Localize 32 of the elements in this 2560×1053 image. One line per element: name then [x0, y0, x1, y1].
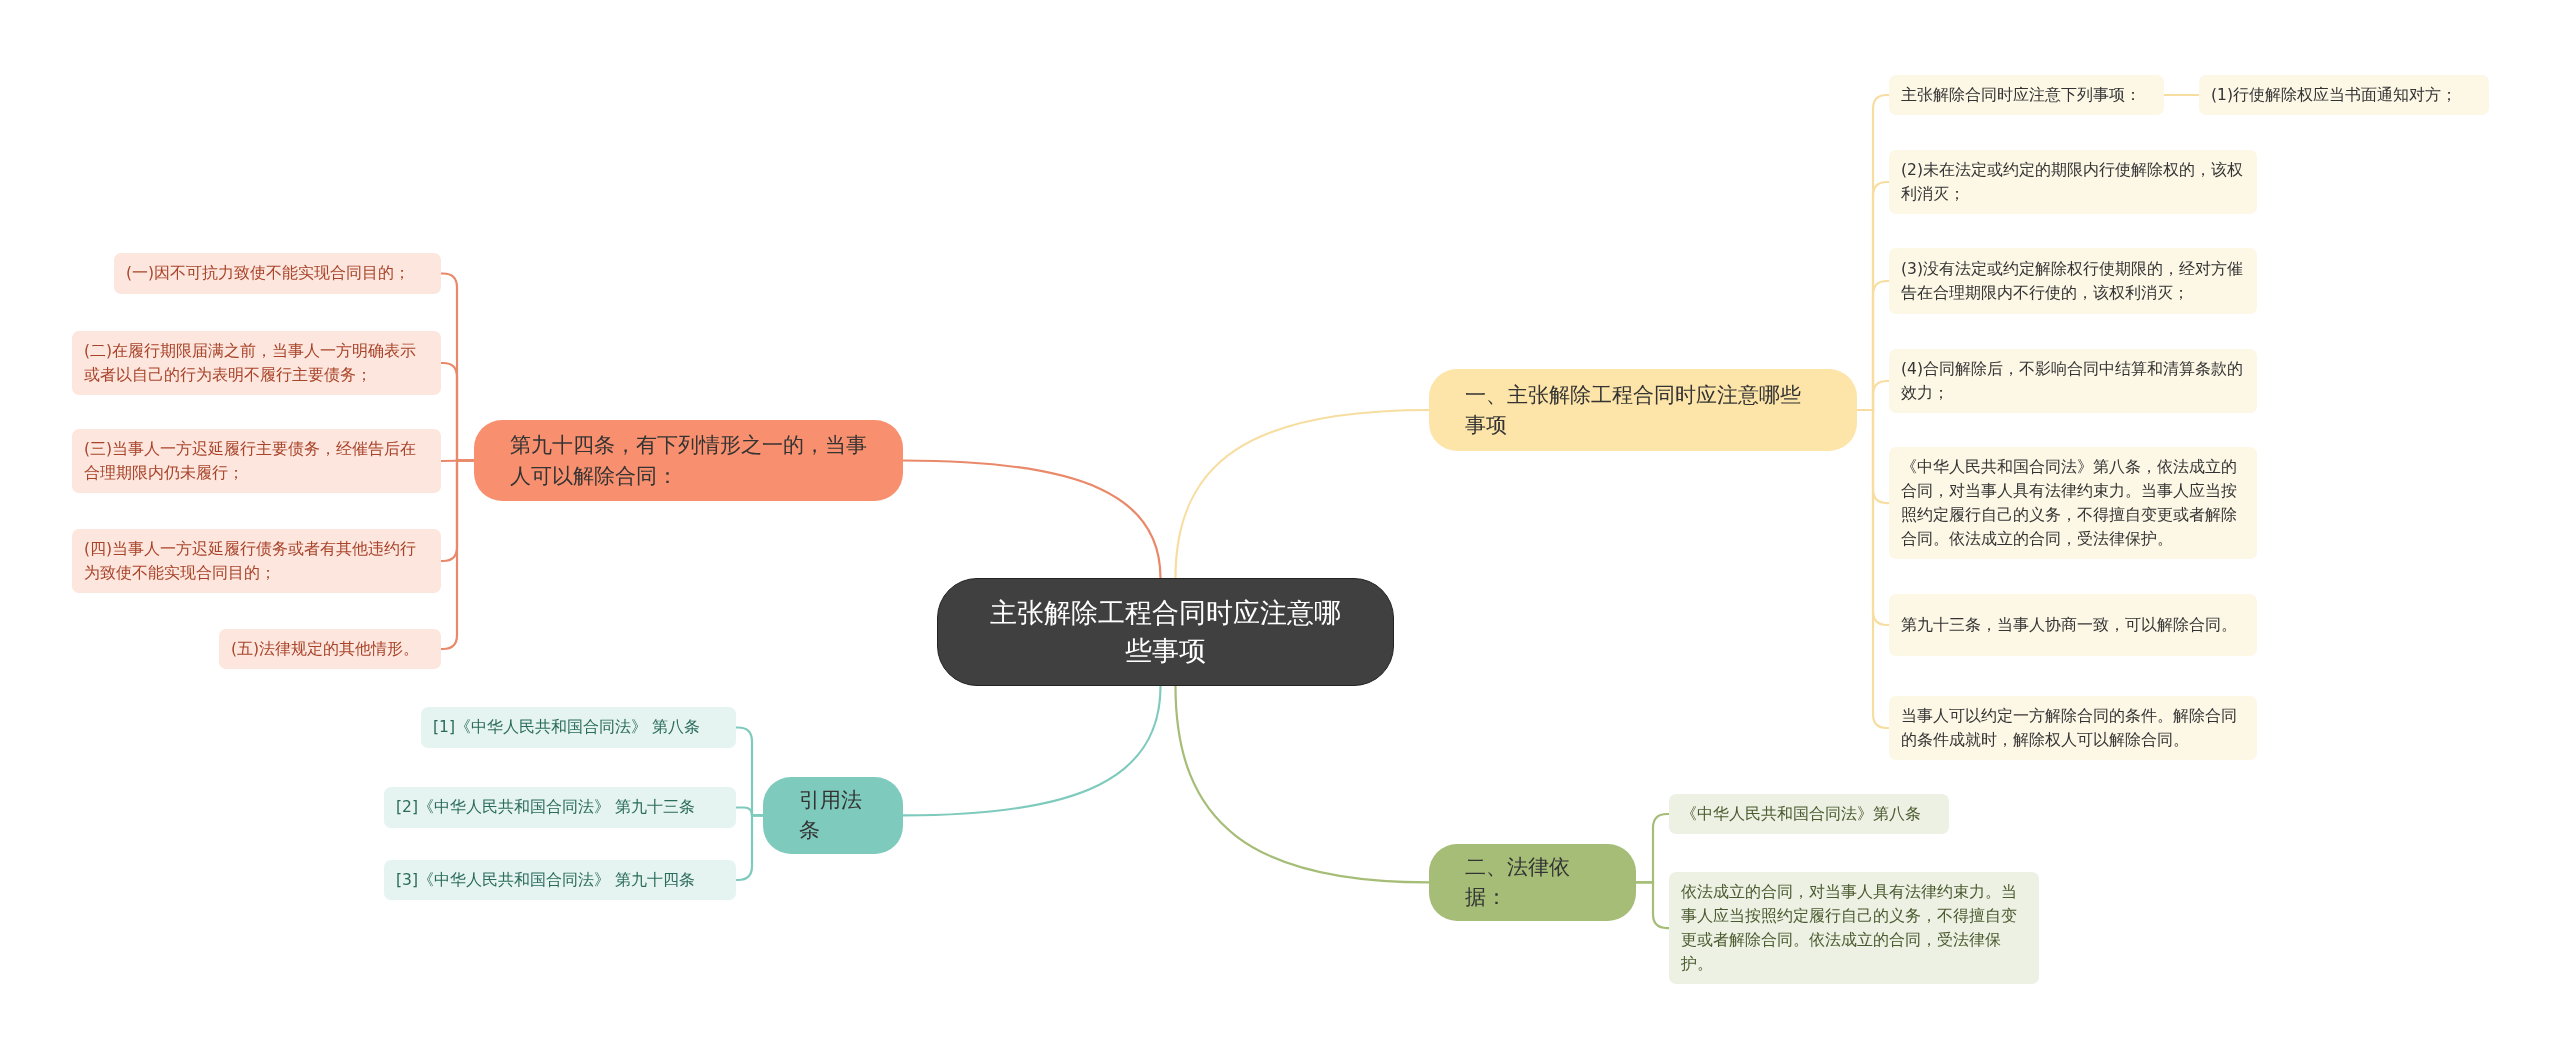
subtopic-box: (2)未在法定或约定的期限内行使解除权的，该权利消灭； [1889, 150, 2257, 215]
subtopic-box: (一)因不可抗力致使不能实现合同目的； [114, 253, 441, 294]
subtopic-box: (1)行使解除权应当书面通知对方； [2199, 75, 2489, 115]
subtopic-box: [1]《中华人民共和国合同法》 第八条 [421, 707, 736, 748]
subtopic-box: (四)当事人一方迟延履行债务或者有其他违约行为致使不能实现合同目的； [72, 529, 441, 594]
connector-line [441, 459, 474, 651]
subtopic-box: (三)当事人一方迟延履行主要债务，经催告后在合理期限内仍未履行； [72, 429, 441, 494]
branch-topic: 第九十四条，有下列情形之一的，当事人可以解除合同： [474, 420, 903, 501]
subtopic-box: (3)没有法定或约定解除权行使期限的，经对方催告在合理期限内不行使的，该权利消灭； [1889, 248, 2257, 314]
subtopic-box: 依法成立的合同，对当事人具有法律约束力。当事人应当按照约定履行自己的义务，不得擅自变更或者解除合同。依法成立的合同，受法律保护。 [1669, 872, 2039, 985]
connector-line [1174, 685, 1430, 884]
subtopic-box: (二)在履行期限届满之前，当事人一方明确表示或者以自己的行为表明不履行主要债务； [72, 331, 441, 396]
subtopic-box: 当事人可以约定一方解除合同的条件。解除合同的条件成就时，解除权人可以解除合同。 [1889, 696, 2257, 761]
connector-line [736, 814, 763, 882]
subtopic-box: [3]《中华人民共和国合同法》 第九十四条 [384, 860, 736, 900]
subtopic-box: 主张解除合同时应注意下列事项： [1889, 75, 2164, 115]
subtopic-box: 第九十三条，当事人协商一致，可以解除合同。 [1889, 594, 2257, 656]
connector-line [1857, 408, 1890, 730]
branch-topic: 引用法条 [763, 777, 903, 854]
central-topic: 主张解除工程合同时应注意哪些事项 [937, 578, 1394, 686]
connector-line [1174, 408, 1430, 579]
connector-line [902, 685, 1162, 817]
connector-line [903, 459, 1162, 579]
subtopic-box: (五)法律规定的其他情形。 [219, 629, 441, 669]
branch-topic: 二、法律依据： [1429, 844, 1636, 921]
subtopic-box: [2]《中华人民共和国合同法》 第九十三条 [384, 787, 736, 828]
branch-topic: 一、主张解除工程合同时应注意哪些事项 [1429, 369, 1857, 451]
subtopic-box: (4)合同解除后，不影响合同中结算和清算条款的效力； [1889, 349, 2257, 414]
subtopic-box: 《中华人民共和国合同法》第八条，依法成立的合同，对当事人具有法律约束力。当事人应当按照约定履行自己的义务，不得擅自变更或者解除合同。依法成立的合同，受法律保护。 [1889, 447, 2257, 560]
subtopic-box: 《中华人民共和国合同法》第八条 [1669, 794, 1949, 834]
connector-line [1636, 881, 1669, 930]
connector-line [2164, 93, 2199, 97]
